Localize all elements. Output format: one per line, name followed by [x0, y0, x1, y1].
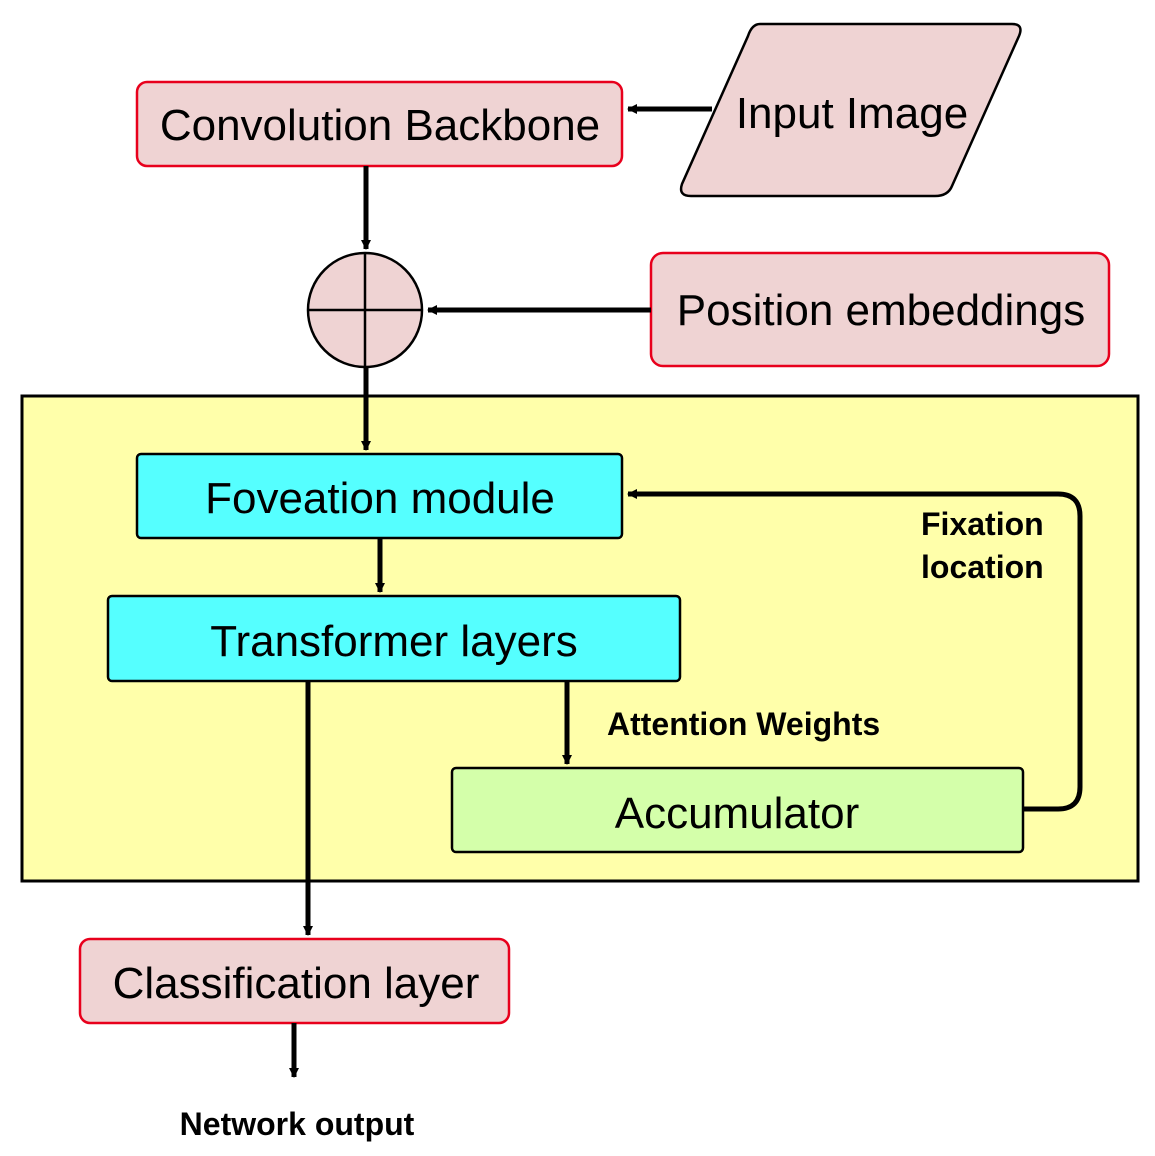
accumulator-node: Accumulator — [450, 766, 1025, 854]
position-embeddings-node: Position embeddings — [649, 251, 1111, 368]
arrow-accumulator-to-foveation — [627, 489, 1083, 812]
network-output-label: Network output — [180, 1106, 415, 1142]
circled-plus-icon — [306, 251, 424, 369]
input-image-label: Input Image — [736, 89, 968, 138]
classification-layer-node: Classification layer — [78, 937, 511, 1025]
input-image-node: Input Image — [679, 22, 1022, 198]
accumulator-label: Accumulator — [615, 789, 860, 838]
fixation-location-label-line2: location — [921, 549, 1044, 585]
convolution-backbone-node: Convolution Backbone — [135, 80, 624, 168]
foveation-module-label: Foveation module — [205, 474, 555, 523]
attention-weights-label: Attention Weights — [607, 706, 880, 742]
transformer-layers-label: Transformer layers — [210, 617, 578, 666]
transformer-layers-node: Transformer layers — [106, 594, 682, 683]
classification-layer-label: Classification layer — [113, 959, 480, 1008]
convolution-backbone-label: Convolution Backbone — [160, 101, 600, 150]
position-embeddings-label: Position embeddings — [677, 286, 1085, 335]
foveation-module-node: Foveation module — [135, 452, 624, 540]
fixation-location-label-line1: Fixation — [921, 506, 1044, 542]
